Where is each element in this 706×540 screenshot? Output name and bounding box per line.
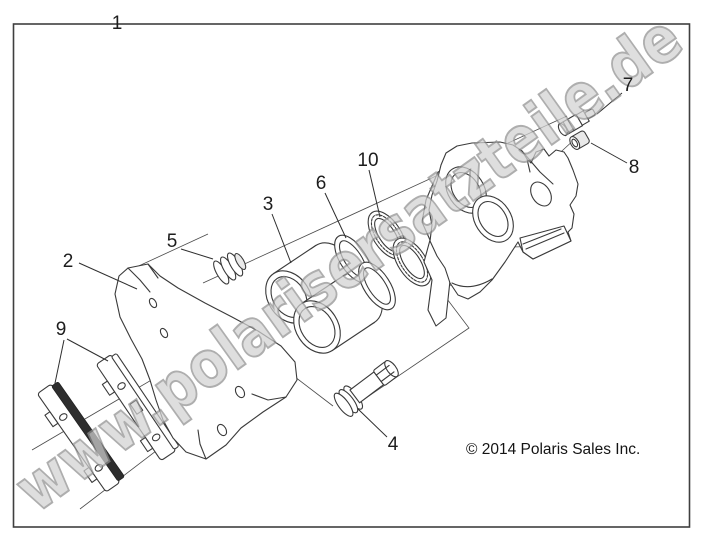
callout-9: 9 <box>56 319 67 340</box>
callout-4: 4 <box>388 434 399 455</box>
bolt-drawing <box>333 360 399 417</box>
leader-lines <box>53 92 628 438</box>
brake-pads-drawing <box>37 353 179 492</box>
dust-seals-drawing <box>367 210 432 287</box>
callout-1: 1 <box>112 13 123 34</box>
callout-8: 8 <box>629 157 640 178</box>
pistons-drawing <box>265 242 383 354</box>
callout-5: 5 <box>167 231 178 252</box>
cap-drawing <box>569 130 590 150</box>
callout-2: 2 <box>63 251 74 272</box>
copyright-text: © 2014 Polaris Sales Inc. <box>466 441 640 458</box>
bleeder-screw-drawing <box>557 108 596 137</box>
callout-3: 3 <box>263 194 274 215</box>
callout-labels: 1 2 3 4 5 6 7 8 9 10 <box>56 13 640 455</box>
boot-drawing <box>213 252 247 285</box>
seals-drawing <box>334 234 396 311</box>
callout-6: 6 <box>316 173 327 194</box>
callout-10: 10 <box>357 150 378 171</box>
assembly-border-box <box>12 23 691 528</box>
mounting-bracket-drawing <box>114 263 298 460</box>
caliper-body-drawing <box>428 141 579 300</box>
callout-7: 7 <box>623 75 634 96</box>
